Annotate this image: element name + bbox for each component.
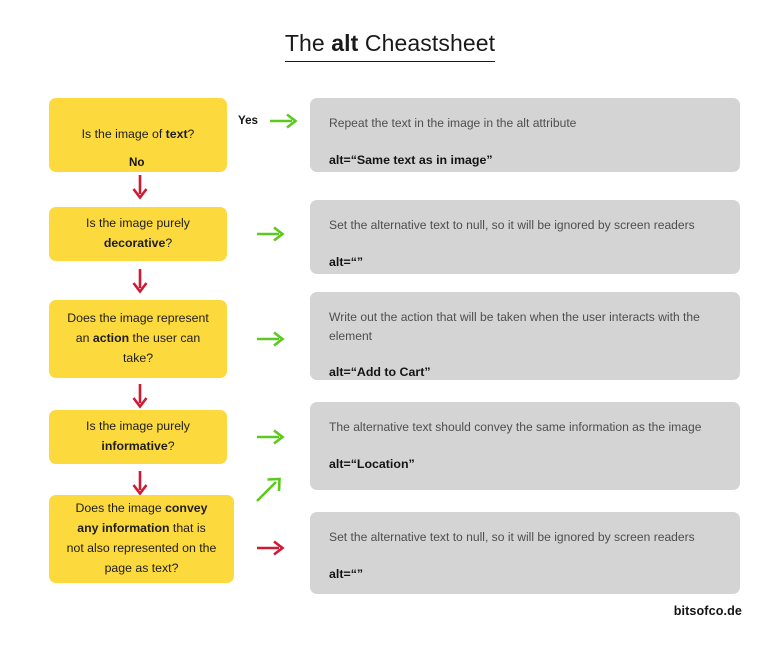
arrow-up-right-green-convey [254,476,288,504]
page-title-underline: The alt Cheastsheet [284,30,496,62]
edge-label-no-text: No [129,156,145,169]
answer-box-action-description: Write out the action that will be taken … [329,310,700,343]
edge-label-yes-text: Yes [238,114,258,127]
arrow-right-red-convey [255,539,289,557]
question-box-text[interactable]: Is the image of text? [49,98,227,172]
answer-box-convey: Set the alternative text to null, so it … [310,512,740,594]
answer-box-action-code: alt=“Add to Cart” [329,365,431,380]
arrow-right-green-decorative [255,225,289,243]
page-title-emphasis: alt [331,30,359,56]
answer-box-text-code: alt=“Same text as in image” [329,152,493,167]
answer-box-informative-code: alt=“Location” [329,456,415,471]
answer-box-decorative: Set the alternative text to null, so it … [310,200,740,274]
page-title-suffix: Cheastsheet [358,30,496,56]
arrow-down-red-decorative [130,266,150,296]
page-title: The alt Cheastsheet [0,30,780,62]
answer-box-decorative-description: Set the alternative text to null, so it … [329,218,695,232]
footer-brand: bitsofco.de [673,604,742,618]
answer-box-convey-description: Set the alternative text to null, so it … [329,530,695,544]
arrow-right-green-action [255,330,289,348]
answer-box-decorative-code: alt=“” [329,254,364,269]
arrow-down-red-text [130,172,150,202]
page-title-prefix: The [284,30,332,56]
arrow-down-red-informative [130,468,150,498]
answer-box-informative: The alternative text should convey the s… [310,402,740,490]
answer-box-text: Repeat the text in the image in the alt … [310,98,740,172]
answer-box-text-description: Repeat the text in the image in the alt … [329,116,577,130]
arrow-right-green-text [268,112,302,130]
arrow-down-red-action [130,381,150,411]
answer-box-convey-code: alt=“” [329,566,364,581]
question-box-text-label: Is the image of text? [81,127,195,142]
answer-box-action: Write out the action that will be taken … [310,292,740,380]
answer-box-informative-description: The alternative text should convey the s… [329,420,702,434]
arrow-right-green-informative [255,428,289,446]
